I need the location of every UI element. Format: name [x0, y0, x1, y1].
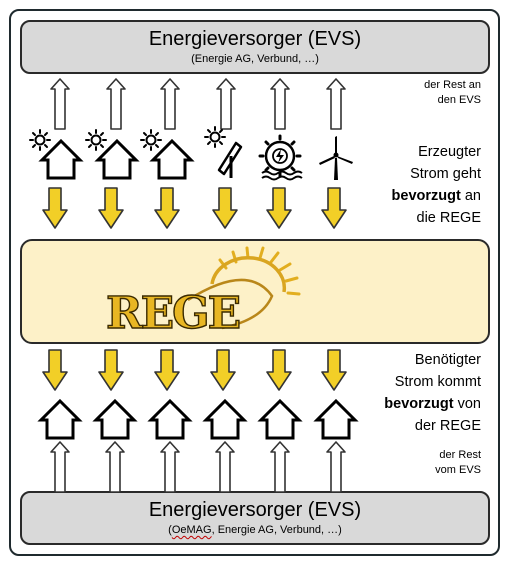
solar-house-icon: [29, 129, 82, 180]
solar-house-icon: [140, 129, 193, 180]
top-evs-box: Energieversorger (EVS) (Energie AG, Verb…: [20, 20, 490, 74]
note-rest-to-evs-line2: den EVS: [437, 94, 481, 106]
rege-logo-text: REGE: [106, 288, 240, 339]
house-icon: [39, 399, 81, 440]
yellow-down-arrow-icon: [154, 187, 180, 229]
house-icon: [259, 399, 301, 440]
up-arrow-icon: [160, 78, 180, 130]
yellow-down-arrow-icon: [98, 187, 124, 229]
wind-turbine-icon: [319, 136, 353, 180]
up-arrow-icon: [216, 78, 236, 130]
bottom-evs-subtitle-rest: , Energie AG, Verbund, …): [211, 524, 342, 536]
house-icon: [204, 399, 246, 440]
yellow-down-arrow-icon: [42, 349, 68, 391]
up-arrow-icon: [106, 78, 126, 130]
up-arrow-icon: [160, 441, 180, 493]
note-rest-from-evs-line1: der Rest: [439, 449, 481, 461]
solar-panel-icon: [204, 126, 243, 178]
diagram-frame: [9, 9, 500, 556]
consumer-row: [39, 399, 357, 440]
yellow-down-arrow-icon: [321, 349, 347, 391]
yellow-down-arrow-icon: [154, 349, 180, 391]
note-rest-from-evs-line2: vom EVS: [435, 464, 481, 476]
note-needed-rest: von: [453, 396, 481, 412]
note-produced: Erzeugter Strom geht bevorzugt an die RE…: [392, 141, 481, 229]
yellow-down-arrow-icon: [210, 349, 236, 391]
house-icon: [315, 399, 357, 440]
arrows-to-rege: [42, 187, 347, 229]
note-rest-to-evs-line1: der Rest an: [424, 79, 481, 91]
note-rest-from-evs: der Rest vom EVS: [435, 448, 481, 478]
up-arrow-icon: [270, 78, 290, 130]
note-produced-line4: die REGE: [416, 210, 481, 226]
up-arrow-icon: [326, 78, 346, 130]
bottom-evs-subtitle-prefix: (: [168, 524, 172, 536]
top-evs-subtitle: (Energie AG, Verbund, …): [191, 53, 319, 65]
note-needed-bold: bevorzugt: [384, 396, 454, 412]
up-arrow-icon: [50, 78, 70, 130]
note-produced-bold: bevorzugt: [391, 188, 461, 204]
yellow-down-arrow-icon: [266, 187, 292, 229]
note-produced-line3: bevorzugt an: [392, 185, 481, 207]
bottom-evs-subtitle-oemag: OeMAG: [171, 524, 212, 536]
house-icon: [94, 399, 136, 440]
up-arrow-icon: [50, 441, 70, 493]
up-arrow-icon: [326, 441, 346, 493]
note-produced-line1: Erzeugter: [418, 144, 481, 160]
yellow-down-arrow-icon: [98, 349, 124, 391]
note-produced-line2: Strom geht: [410, 166, 481, 182]
bottom-evs-title: Energieversorger (EVS): [148, 499, 362, 521]
house-icon: [149, 399, 191, 440]
arrows-to-top-evs: [50, 78, 346, 130]
producer-row: [29, 126, 353, 181]
up-arrow-icon: [105, 441, 125, 493]
yellow-down-arrow-icon: [212, 187, 238, 229]
note-rest-to-evs: der Rest an den EVS: [424, 78, 481, 108]
note-needed-line3: bevorzugt von: [384, 393, 481, 415]
note-needed-line4: der REGE: [414, 418, 481, 434]
arrows-from-rege: [42, 349, 347, 391]
bottom-evs-box: Energieversorger (EVS) (OeMAG, Energie A…: [20, 491, 490, 545]
up-arrow-icon: [270, 441, 290, 493]
yellow-down-arrow-icon: [266, 349, 292, 391]
up-arrow-icon: [215, 441, 235, 493]
yellow-down-arrow-icon: [42, 187, 68, 229]
bottom-evs-subtitle: (OeMAG, Energie AG, Verbund, …): [22, 524, 488, 537]
top-evs-title: Energieversorger (EVS): [148, 28, 362, 50]
note-produced-rest: an: [460, 188, 481, 204]
arrows-from-bottom-evs: [50, 441, 346, 493]
solar-house-icon: [85, 129, 138, 180]
rege-logo: REGE: [105, 246, 301, 340]
yellow-down-arrow-icon: [321, 187, 347, 229]
rege-box: [20, 239, 490, 344]
note-needed: Benötigter Strom kommt bevorzugt von der…: [384, 349, 481, 437]
note-needed-line2: Strom kommt: [394, 374, 481, 390]
note-needed-line1: Benötigter: [414, 352, 481, 368]
hydro-power-icon: [258, 134, 303, 181]
